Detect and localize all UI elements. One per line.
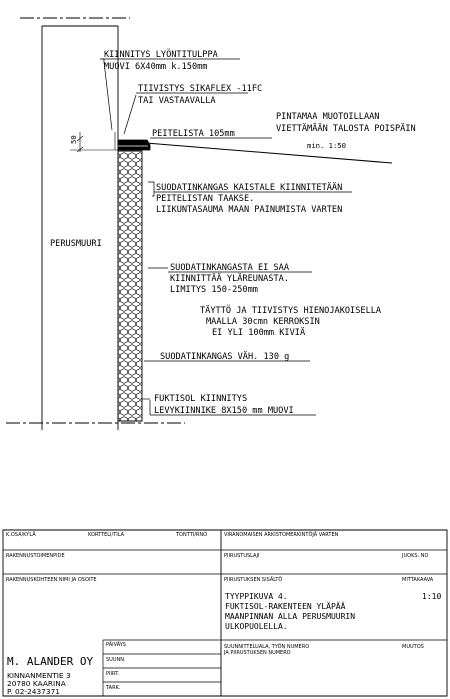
tb-viranomainen: VIRANOMAISEN ARKISTOMERKINTÖJÄ VARTEN [224, 531, 339, 538]
drawing-title-3: MAANPINNAN ALLA PERUSMUURIN [225, 612, 355, 621]
tb-suunnittelu-1: SUUNNITTELUALA, TYÖN NUMERO [224, 643, 309, 650]
company-address-1: KINNANMENTIE 3 [7, 671, 71, 680]
label-grading-1: PINTAMAA MUOTOILLAAN [276, 112, 379, 122]
tb-piirt: PIIRT. [106, 671, 120, 677]
tb-juoks-no: JUOKS. NO [401, 553, 428, 559]
label-fabric-top-1: SUODATINKANGASTA EI SAA [170, 263, 290, 273]
cover-strip-shape [118, 140, 150, 150]
tb-kortteli-tila: KORTTELI/TILA [88, 532, 125, 538]
tb-tark: TARK. [105, 685, 121, 691]
ground-surface [146, 143, 392, 163]
label-cover-strip: PEITELISTA 105mm [152, 129, 235, 139]
label-seal-1: TIIVISTYS SIKAFLEX -11FC [138, 84, 262, 94]
company-name: M. ALANDER OY [7, 655, 93, 668]
company-phone: P. 02-2437371 [7, 687, 60, 696]
drawing-scale: 1:10 [422, 592, 441, 601]
label-seal-2: TAI VASTAAVALLA [138, 96, 216, 106]
dimension-50: 50 [69, 135, 78, 144]
label-slope: min. 1:50 [307, 141, 346, 150]
section-geometry [6, 18, 392, 430]
drawing-title-2: FUKTISOL-RAKENTEEN YLÄPÄÄ [225, 601, 346, 611]
label-fixing-2: LEVYKIINNIKE 8X150 mm MUOVI [154, 406, 294, 416]
title-block [3, 530, 447, 696]
tb-kohde-label: RAKENNUSKOHTEEN NIMI JA OSOITE [6, 577, 97, 583]
tb-suunn: SUUNN. [106, 657, 126, 663]
drawing-title-4: ULKOPUOLELLA. [225, 622, 288, 631]
label-grading-2: VIETTÄMÄÄN TALOSTA POISPÄIN [276, 123, 416, 134]
label-anchor-2: MUOVI 6X40mm k.150mm [104, 62, 207, 72]
title-block-text: K.OSA/KYLÄ KORTTELI/TILA TONTTI/RNO VIRA… [6, 531, 441, 696]
tb-muutos: MUUTOS [402, 644, 424, 650]
tb-kosa-kyla: K.OSA/KYLÄ [6, 531, 36, 538]
tb-paivays: PÄIVÄYS [106, 641, 126, 648]
label-fabric-top-3: LIMITYS 150-250mm [170, 285, 258, 295]
label-fixing-1: FUKTISOL KIINNITYS [154, 394, 247, 404]
label-fabric-strip-3: LIIKUNTASAUMA MAAN PAINUMISTA VARTEN [156, 205, 342, 215]
fuktisol-board [118, 151, 142, 421]
tb-sisalto-label: PIIRUSTUKSEN SISÄLTÖ [224, 576, 282, 583]
company-address-2: 20780 KAARINA [7, 679, 66, 688]
label-fabric-strip-2: PEITELISTAN TAAKSE. [156, 194, 254, 204]
drawing-title-1: TYYPPIKUVA 4. [225, 592, 288, 601]
drawing-annotations: KIINNITYS LYÖNTITULPPA MUOVI 6X40mm k.15… [50, 49, 416, 416]
label-fabric-top-2: KIINNITTÄÄ YLÄREUNASTA. [170, 273, 289, 284]
tb-rakennustoimenpide: RAKENNUSTOIMENPIDE [6, 553, 65, 559]
label-fill-1: TÄYTTÖ JA TIIVISTYS HIENOJAKOISELLA [200, 305, 382, 316]
label-anchor-1: KIINNITYS LYÖNTITULPPA [104, 49, 219, 60]
tb-tontti-rno: TONTTI/RNO [175, 532, 207, 538]
label-fill-2: MAALLA 30cmn KERROKSIN [206, 317, 320, 327]
tb-suunnittelu-2: JA PIIRUSTUKSEN NUMERO [223, 650, 291, 656]
label-fill-3: EI YLI 100mm KIVIÄ [212, 327, 306, 338]
label-fabric-min: SUODATINKANGAS VÄH. 130 g [160, 351, 289, 362]
label-fabric-strip-1: SUODATINKANGAS KAISTALE KIINNITETÄÄN [156, 182, 342, 193]
leader-seal [124, 95, 136, 134]
tb-piirustuslaji: PIIRUSTUSLAJI [224, 553, 259, 559]
label-foundation: PERUSMUURI [50, 239, 102, 249]
leader-fabric-strip [148, 182, 154, 196]
tb-mittakaava-label: MITTAKAAVA [402, 577, 434, 583]
